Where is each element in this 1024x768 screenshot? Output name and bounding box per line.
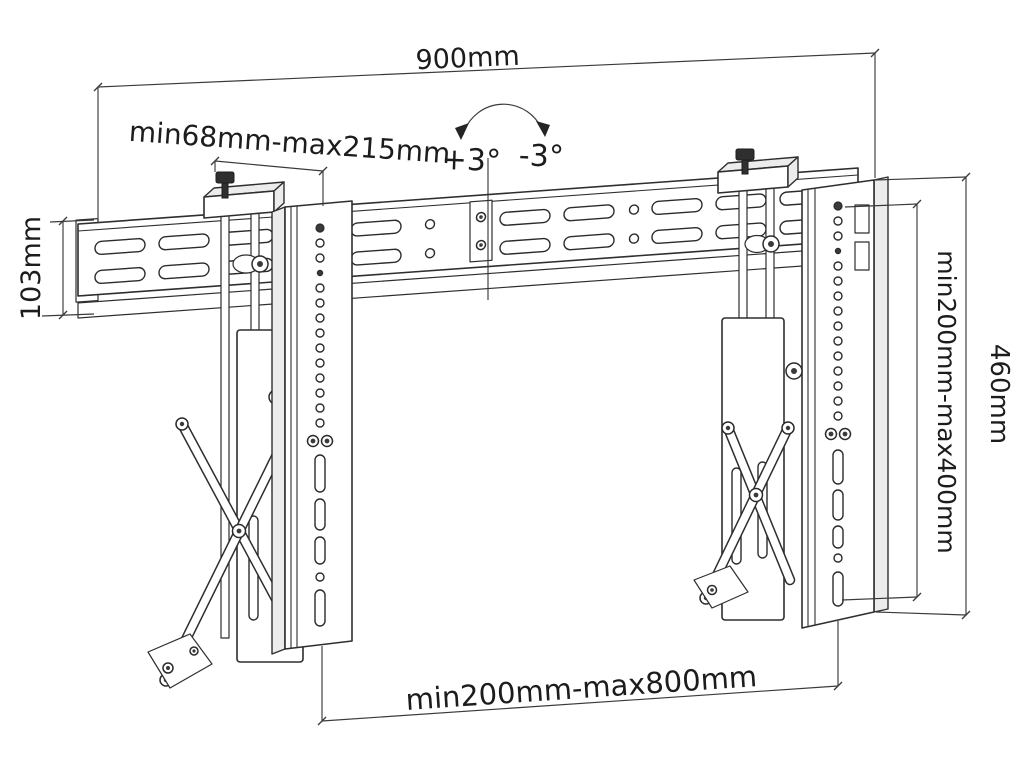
tilt-arrow-left xyxy=(455,123,469,140)
right-bracket-clip xyxy=(854,204,870,234)
right-tv-bracket xyxy=(785,176,889,629)
left-tv-bracket xyxy=(271,200,353,655)
rail-joint-plate xyxy=(469,199,493,263)
dim-900mm-label: 900mm xyxy=(415,41,520,77)
right-bracket-side-flange xyxy=(873,176,889,613)
right-bracket-slots xyxy=(832,449,844,607)
dim-103mm-label: 103mm xyxy=(16,216,47,320)
right-foot-plate xyxy=(693,565,749,609)
right-slide-assembly xyxy=(693,148,799,621)
dim-vesa-horizontal-label: min200mm-max800mm xyxy=(405,659,759,717)
tilt-arrow-right xyxy=(536,121,550,137)
left-clamp-screw-shaft xyxy=(221,182,229,199)
tilt-arc xyxy=(462,103,544,136)
dim-vesa-vertical-label: min200mm-max400mm xyxy=(932,250,961,553)
tilt-plus-label: +3° xyxy=(441,142,501,179)
left-foot-plate xyxy=(147,633,213,689)
dim-460mm-label: 460mm xyxy=(984,344,1014,444)
left-clamp-screw-head xyxy=(215,171,235,184)
dimension-lines xyxy=(41,48,971,726)
right-bracket-clip xyxy=(854,241,870,271)
left-bracket-side-flange xyxy=(271,206,286,655)
right-clamp-screw-head xyxy=(735,148,755,161)
right-clamp-screw-shaft xyxy=(741,159,749,175)
left-bracket-slots xyxy=(314,454,326,627)
dim-depth-range-label: min68mm-max215mm xyxy=(128,115,452,170)
tilt-minus-label: -3° xyxy=(518,138,564,175)
right-bracket-holes xyxy=(833,201,843,421)
